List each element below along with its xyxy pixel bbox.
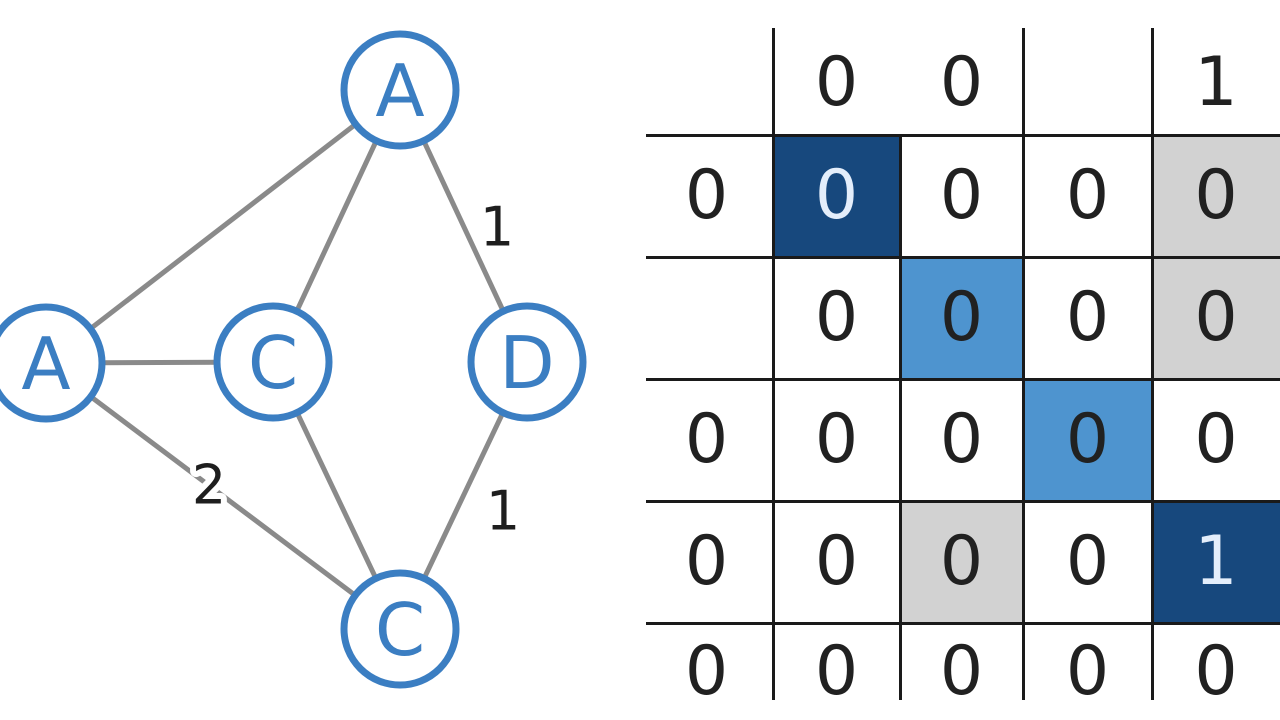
matrix-cell-r1c3: 0 xyxy=(939,42,984,122)
matrix-cell-r5c1: 0 xyxy=(684,522,729,601)
matrix-cell-r5c2: 0 xyxy=(814,522,859,601)
matrix-cell-r6c2: 0 xyxy=(814,631,859,711)
grid-vline-2 xyxy=(899,135,902,700)
matrix-cell-r4c2: 0 xyxy=(814,400,859,479)
matrix-cell-r4c3: 0 xyxy=(939,400,984,479)
matrix-cell-r3c3: 0 xyxy=(900,257,1023,379)
matrix-cell-r1c4 xyxy=(1023,30,1152,135)
graph-node-bottom-c xyxy=(340,569,460,689)
matrix-cell-r2c1: 0 xyxy=(684,156,729,235)
matrix-cell-r5c5: 1 xyxy=(1152,501,1280,623)
matrix-cell-r5c4: 0 xyxy=(1065,522,1110,601)
graph-node-mid-c xyxy=(213,302,333,422)
grid-hline-5 xyxy=(646,622,1280,625)
graph-node-label-top-a: A xyxy=(375,49,424,133)
matrix-cell-r6c1: 0 xyxy=(684,631,729,711)
matrix-cell-r2c2: 0 xyxy=(773,135,900,257)
graph-node-label-mid-c: C xyxy=(248,321,298,405)
matrix-cell-r3c2: 0 xyxy=(814,278,859,357)
matrix-cell-r4c5: 0 xyxy=(1194,400,1238,479)
edge-weight-label-left-a-bottom-c: 2 xyxy=(192,453,226,516)
graph-edge-top-a-left-a xyxy=(44,88,402,365)
matrix-cell-r6c3: 0 xyxy=(939,631,984,711)
grid-hline-2 xyxy=(646,256,1280,259)
graph-node-label-bottom-c: C xyxy=(375,588,425,672)
graph-node-top-a xyxy=(340,30,460,150)
matrix-cell-r2c4: 0 xyxy=(1065,156,1110,235)
matrix-cell-r2c5: 0 xyxy=(1152,135,1280,257)
matrix-cell-r6c4: 0 xyxy=(1065,631,1110,711)
graph-node-left-a xyxy=(0,303,106,423)
graph-node-label-left-a: A xyxy=(21,322,70,406)
matrix-cell-r1c5: 1 xyxy=(1194,42,1238,122)
grid-hline-3 xyxy=(646,378,1280,381)
graph-edge-left-a-bottom-c xyxy=(44,361,402,631)
edge-weight-label-top-a-node-d: 1 xyxy=(480,195,514,258)
matrix-cell-r6c5: 0 xyxy=(1194,631,1238,711)
edge-weight-label-node-d-bottom-c: 1 xyxy=(486,479,520,542)
matrix-cell-r2c3: 0 xyxy=(939,156,984,235)
matrix-cell-r4c1: 0 xyxy=(684,400,729,479)
matrix-cell-r5c3: 0 xyxy=(900,501,1023,623)
grid-vline-1 xyxy=(772,28,775,700)
grid-vline-3 xyxy=(1022,28,1025,700)
grid-hline-4 xyxy=(646,500,1280,503)
graph-node-node-d xyxy=(467,302,587,422)
matrix-cell-r1c2: 0 xyxy=(814,42,859,122)
matrix-cell-r4c4: 0 xyxy=(1023,379,1152,501)
matrix-cell-r3c1 xyxy=(640,257,773,379)
graph-node-label-node-d: D xyxy=(499,321,554,405)
matrix-cell-r1c1 xyxy=(640,30,773,135)
matrix-cell-r3c4: 0 xyxy=(1065,278,1110,357)
grid-vline-4 xyxy=(1151,28,1154,700)
matrix-cell-r3c5: 0 xyxy=(1152,257,1280,379)
grid-hline-1 xyxy=(646,134,1280,137)
